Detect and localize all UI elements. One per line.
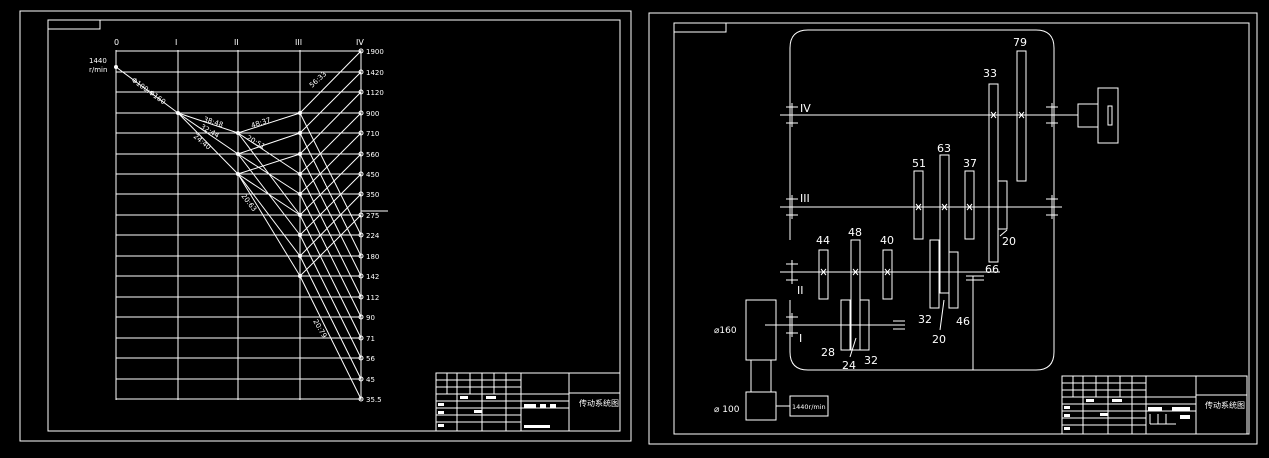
belt-drive [745, 299, 829, 421]
speed-value-labels: 1900 1420 1120 900 710 560 450 350 275 2… [366, 48, 384, 404]
speed-end-circles [358, 48, 364, 402]
speed-label: 35.5 [366, 396, 382, 404]
shaft-label-iv: IV [800, 102, 811, 115]
pulley-small-label: ⌀ 100 [714, 405, 740, 415]
shaft-label-i: I [175, 38, 177, 47]
gear-label: 66 [985, 263, 999, 276]
gearbox-housing [789, 29, 1055, 371]
gear-48 [850, 239, 861, 351]
output-coupling [1077, 87, 1119, 144]
pulley-large-label: ⌀160 [714, 326, 737, 336]
speed-label: 71 [366, 335, 375, 343]
speed-label: 90 [366, 314, 375, 322]
gear-label: 33 [983, 67, 997, 80]
speed-ray-lines [115, 50, 362, 400]
gear-46 [929, 239, 940, 309]
speed-chart-sheet: 0 I II III IV 1440 r/min 1900 1420 1120 … [19, 10, 632, 442]
speed-label: 180 [366, 253, 379, 261]
gear-label: 51 [912, 157, 926, 170]
speed-grid-lines [116, 50, 388, 400]
motor-speed-label: 1440r/min [792, 403, 826, 411]
speed-label: 350 [366, 191, 379, 199]
motor-speed-unit: r/min [89, 66, 107, 74]
gear-20a [997, 180, 1008, 230]
speed-label: 45 [366, 376, 375, 384]
gear-44 [818, 249, 829, 300]
speed-label: 710 [366, 130, 379, 138]
title-block-label: 传动系统图 [1205, 400, 1245, 410]
gear-32b [859, 299, 870, 351]
gear-20b [948, 251, 959, 309]
speed-label: 560 [366, 151, 379, 159]
gear-label: 24 [842, 359, 856, 372]
speed-label: 1420 [366, 69, 384, 77]
shaft-label-ii: II [234, 38, 239, 47]
gear-label: 44 [816, 234, 830, 247]
gear-label: 32 [918, 313, 932, 326]
shaft-label-iv: IV [356, 38, 364, 47]
gear-label: 40 [880, 234, 894, 247]
pulley-large [745, 299, 777, 361]
speed-label: 450 [366, 171, 379, 179]
gear-label: 46 [956, 315, 970, 328]
title-block-right: 传动系统图 [1061, 375, 1248, 435]
shaft-label-iii: III [800, 192, 810, 205]
title-block-left: 传动系统图 [435, 372, 621, 432]
gear-label: 32 [864, 354, 878, 367]
shaft-label-iii: III [295, 38, 302, 47]
key-marks [820, 111, 1025, 276]
speed-label: 275 [366, 212, 379, 220]
gear-diagram-sheet: IV III II I 33 79 51 63 37 44 48 40 20 6… [648, 12, 1258, 445]
gears [818, 50, 1027, 370]
speed-label: 900 [366, 110, 379, 118]
sheet-outer-border [19, 10, 632, 442]
ratio-label-belt: Φ100:Φ160 [130, 76, 167, 106]
speed-label: 56 [366, 355, 375, 363]
motor-speed-value: 1440 [89, 57, 107, 65]
leader-lines [849, 229, 1008, 358]
gear-79 [1016, 50, 1027, 182]
shaft-label-i: I [799, 332, 802, 345]
gear-label: 48 [848, 226, 862, 239]
gear-label: 37 [963, 157, 977, 170]
gear-63 [939, 154, 950, 294]
shaft-label-ii: II [797, 284, 804, 297]
gear-37 [964, 170, 975, 240]
speed-label: 112 [366, 294, 379, 302]
speed-label: 1900 [366, 48, 384, 56]
ratio-labels: Φ100:Φ160 38:48 32:44 24:40 48:37 20:51 … [130, 70, 329, 339]
sheet-corner-tag [47, 19, 101, 30]
bearings [786, 103, 1058, 337]
gear-51 [913, 170, 924, 240]
gear-label: 79 [1013, 36, 1027, 49]
ratio-label-ii-iii-a: 48:37 [250, 116, 272, 130]
sheet-outer-border [648, 12, 1258, 445]
sheet-inner-border [673, 22, 1250, 435]
shafts [765, 114, 1078, 326]
gear-label: 28 [821, 346, 835, 359]
sheet-corner-tag [673, 22, 727, 33]
shaft-lines [115, 50, 362, 400]
title-block-label: 传动系统图 [579, 398, 619, 408]
gear-40 [882, 249, 893, 300]
shaft-label-0: 0 [114, 38, 119, 47]
speed-label: 224 [366, 232, 380, 240]
gear-label: 63 [937, 142, 951, 155]
speed-nodes [114, 65, 302, 278]
gear-28 [840, 299, 851, 351]
gear-label: 20 [1002, 235, 1016, 248]
motor-box [789, 395, 829, 417]
gear-33 [988, 83, 999, 263]
ratio-label-iii-iv-a: 56:33 [308, 70, 328, 89]
speed-label: 142 [366, 273, 379, 281]
speed-label: 1120 [366, 89, 384, 97]
pulley-small [745, 391, 777, 421]
gear-label: 20 [932, 333, 946, 346]
sheet-inner-border [47, 19, 621, 432]
